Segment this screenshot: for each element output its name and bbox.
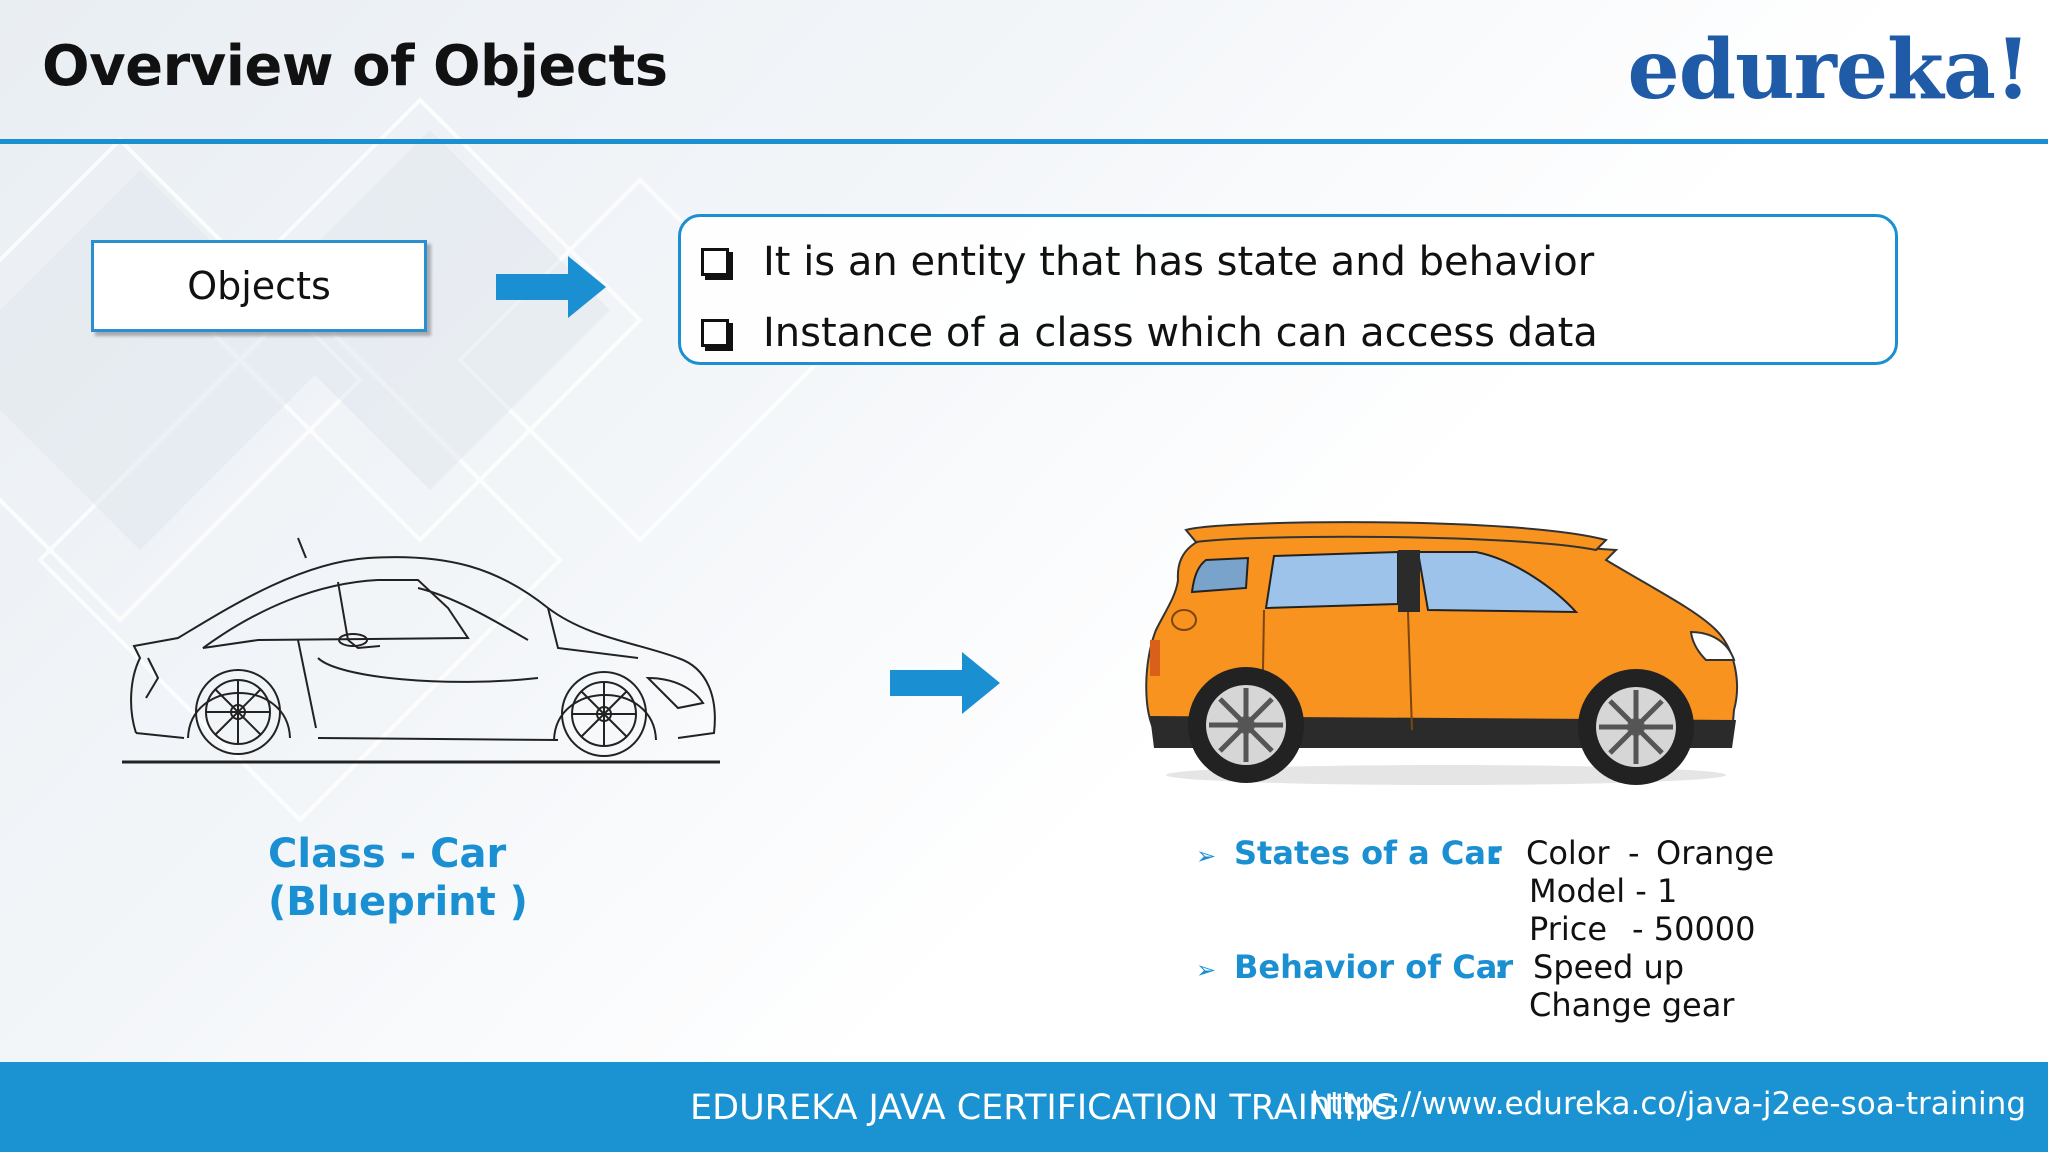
behavior-label: Behavior of Car [1234,948,1514,986]
objects-label-box: Objects [91,240,427,332]
color-dash: - [1628,834,1640,872]
model-value: Model - 1 [1529,872,1678,910]
color-key: Color [1526,834,1610,872]
arrow-right-icon [496,256,606,318]
bullet-arrow-icon: ➢ [1196,842,1217,870]
class-caption: Class - Car (Blueprint ) [268,830,528,926]
arrow-right-icon [890,652,1000,714]
behavior-change-gear: Change gear [1529,986,1735,1024]
states-separator: : [1490,834,1503,872]
definition-text: Instance of a class which can access dat… [763,310,1598,356]
objects-label: Objects [187,264,331,308]
class-caption-line2: (Blueprint ) [268,879,528,925]
blueprint-car-image [122,537,720,764]
definition-item: It is an entity that has state and behav… [701,239,1594,285]
orange-car-image [1145,521,1738,785]
page-title: Overview of Objects [42,34,668,99]
states-label: States of a Car [1234,834,1502,872]
checkbox-icon [701,319,729,347]
definition-item: Instance of a class which can access dat… [701,310,1598,356]
definition-box: It is an entity that has state and behav… [678,214,1898,365]
header-divider [0,139,2048,144]
footer-url-link[interactable]: https://www.edureka.co/java-j2ee-soa-tra… [1310,1086,2026,1122]
color-value: Orange [1656,834,1775,872]
footer-bar: EDUREKA JAVA CERTIFICATION TRAINING http… [0,1062,2048,1152]
checkbox-icon [701,248,729,276]
behavior-separator: : [1494,948,1507,986]
footer-course-title: EDUREKA JAVA CERTIFICATION TRAINING [690,1088,1398,1128]
definition-text: It is an entity that has state and behav… [763,239,1595,285]
price-key: Price [1529,910,1608,948]
price-value: - 50000 [1632,910,1756,948]
bullet-arrow-icon: ➢ [1196,956,1217,984]
behavior-speed-up: Speed up [1533,948,1685,986]
edureka-logo: edureka! [1627,22,2031,118]
class-caption-line1: Class - Car [268,831,507,877]
